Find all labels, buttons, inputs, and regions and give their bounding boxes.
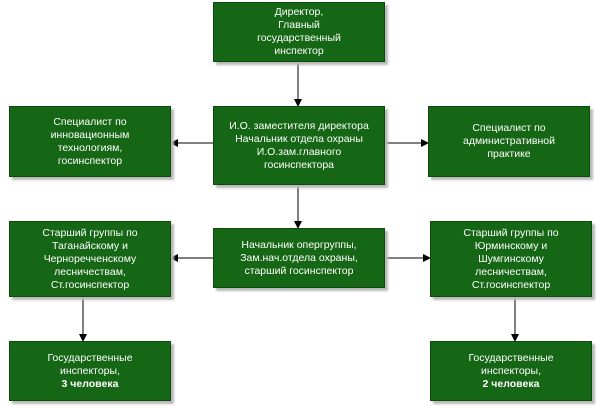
deputy-director-text: И.О. заместителя директора Начальник отд… bbox=[229, 119, 369, 171]
yurma-group-box: Старший группы по Юрминскому и Шумгинско… bbox=[430, 221, 592, 297]
deputy-director-box: И.О. заместителя директора Начальник отд… bbox=[213, 106, 385, 185]
inspectors-right-count: 2 человека bbox=[482, 377, 540, 390]
inspectors-left-count: 3 человека bbox=[61, 377, 119, 390]
inspectors-right-box: Государственные инспекторы, 2 человека bbox=[430, 341, 592, 401]
innovation-specialist-box: Специалист по инновационным технологиям,… bbox=[9, 106, 171, 177]
inspectors-left-box: Государственные инспекторы, 3 человека bbox=[9, 341, 171, 401]
admin-specialist-box: Специалист по административной практике bbox=[428, 106, 590, 177]
director-text: Директор, Главный государственный инспек… bbox=[257, 6, 341, 57]
yurma-group-text: Старший группы по Юрминскому и Шумгинско… bbox=[463, 226, 559, 291]
opgroup-head-box: Начальник опергруппы, Зам.нач.отдела охр… bbox=[213, 228, 385, 288]
inspectors-right-text: Государственные инспекторы, bbox=[468, 351, 554, 377]
inspectors-left-text: Государственные инспекторы, bbox=[47, 351, 133, 377]
admin-specialist-text: Специалист по административной практике bbox=[463, 122, 555, 160]
taganay-group-box: Старший группы по Таганайскому и Черноре… bbox=[9, 221, 171, 297]
opgroup-head-text: Начальник опергруппы, Зам.нач.отдела охр… bbox=[240, 238, 358, 277]
director-box: Директор, Главный государственный инспек… bbox=[213, 2, 385, 62]
taganay-group-text: Старший группы по Таганайскому и Черноре… bbox=[42, 226, 138, 291]
innovation-specialist-text: Специалист по инновационным технологиям,… bbox=[50, 115, 130, 167]
